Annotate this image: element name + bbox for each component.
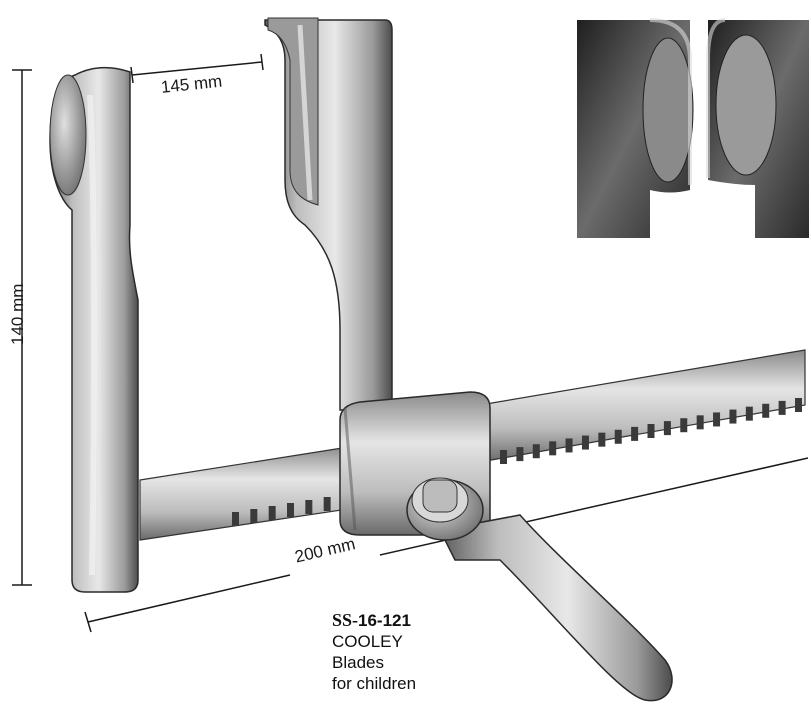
rack-tooth: [778, 400, 786, 415]
rack-tooth: [762, 403, 770, 418]
rack-tooth: [598, 432, 606, 447]
product-desc-line2: Blades: [332, 653, 384, 672]
product-caption: SS-16-121 COOLEY Blades for children: [332, 610, 416, 694]
product-desc-line3: for children: [332, 674, 417, 693]
rack-tooth: [250, 509, 258, 523]
rack-tooth: [232, 512, 239, 526]
rack-tooth: [581, 435, 589, 450]
rack-tooth: [565, 438, 573, 453]
rack-tooth: [532, 444, 540, 459]
crank-handle: [406, 477, 673, 702]
rack-tooth: [729, 409, 737, 424]
rack-tooth: [713, 412, 721, 427]
product-code: SS-16-121: [332, 610, 416, 631]
rack-tooth: [631, 426, 639, 441]
rack-tooth: [305, 500, 313, 514]
rack-tooth: [647, 424, 655, 438]
inset-detail-photo: [577, 18, 809, 238]
rack-tooth: [663, 421, 671, 436]
rack-tooth: [745, 406, 753, 421]
rack-tooth: [516, 447, 524, 462]
height-dimension-label: 140 mm: [8, 283, 27, 345]
rack-tooth: [268, 506, 276, 520]
rack-tooth: [500, 450, 507, 464]
product-code-number: 16-121: [358, 611, 411, 630]
left-arm: [49, 66, 139, 593]
product-code-prefix: SS-: [332, 610, 359, 630]
product-name: COOLEY: [332, 632, 403, 651]
rack-tooth: [795, 398, 802, 412]
right-arm: [264, 17, 393, 411]
rack-tooth: [549, 441, 557, 456]
rack-tooth: [696, 415, 704, 430]
rack-tooth: [680, 418, 688, 433]
rack-tooth: [614, 429, 622, 444]
rack-tooth: [323, 497, 331, 511]
rack-bar: [139, 349, 806, 541]
rack-tooth: [287, 503, 294, 517]
